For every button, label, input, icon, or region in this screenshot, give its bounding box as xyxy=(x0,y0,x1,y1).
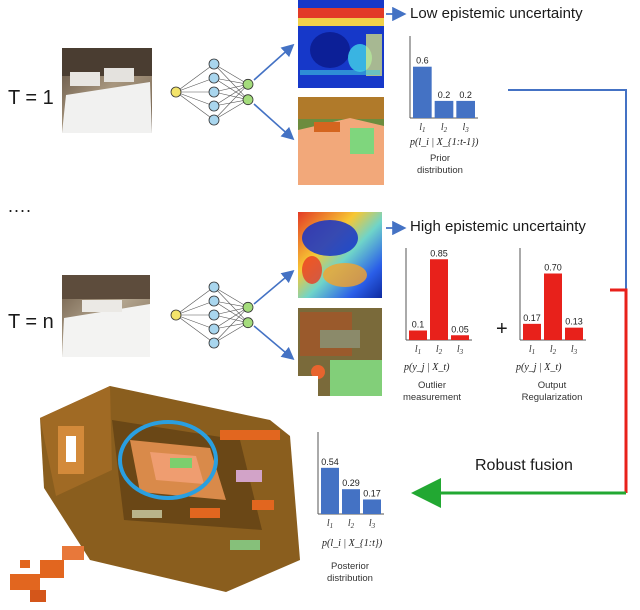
arrow-nn2-to-heatmap xyxy=(253,269,295,305)
segmentation-map-t1 xyxy=(298,97,384,185)
prior-tick-l3: l3 xyxy=(463,122,470,134)
arrow-nn1-to-segmap xyxy=(253,103,295,141)
outlier-tick-l2: l2 xyxy=(436,344,443,356)
regularization-formula: p(y_j | X_t) xyxy=(515,362,562,373)
regularization-connector-line xyxy=(610,288,628,493)
neural-network-icon-1 xyxy=(170,58,254,126)
room-photo-tn xyxy=(62,275,150,357)
posterior-bar-l3 xyxy=(363,499,381,514)
low-uncertainty-label: Low epistemic uncertainty xyxy=(410,5,583,22)
posterior-caption-line1: Posterior xyxy=(330,561,369,572)
time-label-t1: T = 1 xyxy=(8,87,54,109)
posterior-formula: p(l_i | X_{1:t}) xyxy=(321,538,383,549)
ellipsis-label: .... xyxy=(8,196,33,216)
outlier-formula: p(y_j | X_t) xyxy=(403,362,450,373)
regularization-value-label-l2: 0.70 xyxy=(544,263,562,273)
prior-tick-l1: l1 xyxy=(419,122,425,134)
regularization-value-label-l3: 0.13 xyxy=(565,317,583,327)
posterior-bar-l2 xyxy=(342,489,360,514)
outlier-caption-line2: measurement xyxy=(402,392,462,403)
outlier-value-label-l3: 0.05 xyxy=(451,324,469,334)
regularization-caption-line1: Output xyxy=(537,380,567,391)
prior-caption-line2: distribution xyxy=(417,165,463,176)
prior-formula: p(l_i | X_{1:t-1}) xyxy=(409,137,479,148)
outlier-tick-l1: l1 xyxy=(415,344,421,356)
posterior-bar-l1 xyxy=(321,467,339,514)
regularization-tick-l3: l3 xyxy=(571,344,578,356)
posterior-chart: 0.54 l1 0.29 l2 0.17 l3 p(l_i | X_{1:t}) xyxy=(317,432,384,549)
room-photo-t1 xyxy=(62,48,152,133)
prior-connector-line xyxy=(508,89,627,493)
segmentation-map-tn xyxy=(298,308,382,396)
posterior-value-label-l3: 0.17 xyxy=(363,488,381,498)
uncertainty-heatmap-low xyxy=(298,0,384,88)
outlier-caption: Outlier measurement xyxy=(400,380,464,404)
regularization-value-label-l1: 0.17 xyxy=(523,313,541,323)
prior-tick-l2: l2 xyxy=(441,122,448,134)
regularization-caption-line2: Regularization xyxy=(521,392,583,403)
outlier-bar-l2 xyxy=(430,259,448,340)
prior-bar-l2 xyxy=(434,100,454,118)
posterior-tick-l1: l1 xyxy=(327,518,333,530)
arrow-nn1-to-heatmap xyxy=(253,43,295,81)
prior-value-label-l3: 0.2 xyxy=(459,90,472,100)
posterior-value-label-l2: 0.29 xyxy=(342,478,360,488)
prior-value-label-l2: 0.2 xyxy=(438,90,451,100)
regularization-bar-l2 xyxy=(544,273,562,340)
robust-fusion-label: Robust fusion xyxy=(475,457,573,474)
regularization-tick-l2: l2 xyxy=(550,344,557,356)
posterior-value-label-l1: 0.54 xyxy=(321,457,339,467)
outlier-bar-l3 xyxy=(451,335,469,340)
time-label-tn: T = n xyxy=(8,311,54,333)
regularization-caption: Output Regularization xyxy=(512,380,592,404)
plus-sign: + xyxy=(496,318,508,340)
outlier-caption-line1: Outlier xyxy=(418,380,446,391)
prior-bar-l3 xyxy=(456,100,475,118)
voxel-map-3d xyxy=(10,386,300,602)
prior-bar-l1 xyxy=(413,66,432,118)
neural-network-icon-2 xyxy=(170,281,254,349)
prior-value-label-l1: 0.6 xyxy=(416,56,429,66)
prior-chart: 0.6 l1 0.2 l2 0.2 l3 p(l_i | X_{1:t-1}) xyxy=(409,36,479,148)
posterior-caption: Posterior distribution xyxy=(318,561,382,585)
regularization-tick-l1: l1 xyxy=(529,344,535,356)
posterior-tick-l2: l2 xyxy=(348,518,355,530)
highlight-ellipse xyxy=(118,420,218,500)
high-uncertainty-label: High epistemic uncertainty xyxy=(410,218,586,235)
prior-caption: Prior distribution xyxy=(408,153,472,177)
posterior-tick-l3: l3 xyxy=(369,518,376,530)
outlier-tick-l3: l3 xyxy=(457,344,464,356)
uncertainty-heatmap-high xyxy=(298,212,382,298)
outlier-value-label-l1: 0.1 xyxy=(412,320,425,330)
posterior-caption-line2: distribution xyxy=(327,573,373,584)
regularization-chart: 0.17 l1 0.70 l2 0.13 l3 p(y_j | X_t) xyxy=(515,248,586,373)
prior-caption-line1: Prior xyxy=(429,153,451,164)
regularization-bar-l3 xyxy=(565,327,583,340)
outlier-value-label-l2: 0.85 xyxy=(430,248,448,258)
regularization-bar-l1 xyxy=(523,323,541,340)
outlier-chart: 0.1 l1 0.85 l2 0.05 l3 p(y_j | X_t) xyxy=(403,248,472,373)
arrow-nn2-to-segmap xyxy=(253,325,295,361)
outlier-bar-l1 xyxy=(409,330,427,340)
